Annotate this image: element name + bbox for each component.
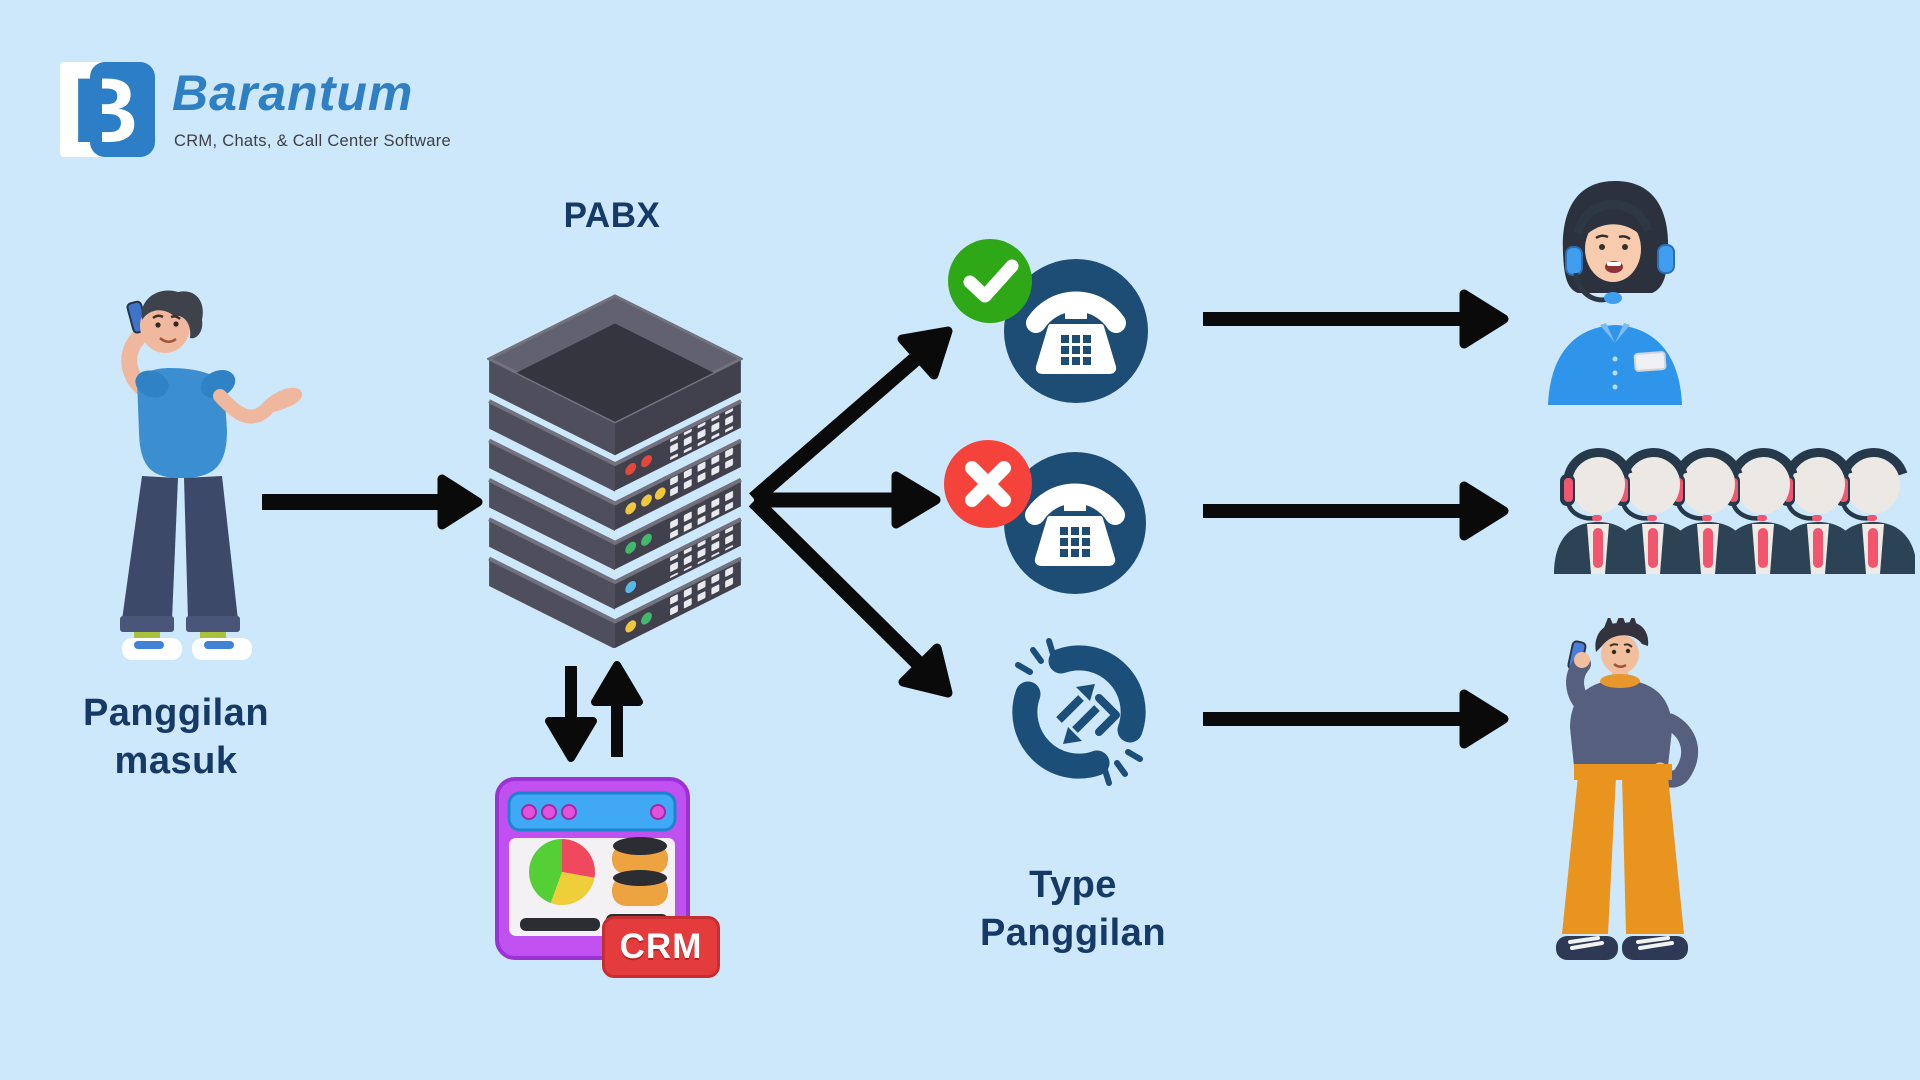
crm-pie-chart-icon [529,839,595,905]
arrow-pabx-to-answered [749,326,953,505]
pabx-server-icon [487,294,743,648]
call-type-label: Type Panggilan [953,862,1193,958]
missed-call-icon [944,440,1146,594]
incoming-call-label: Panggilan masuk [66,690,286,786]
agent-female-character [1548,181,1682,405]
call-type-line2: Panggilan [979,911,1167,954]
svg-text:B: B [72,62,138,158]
agent-name-tag [1633,351,1667,372]
arrow-pabx-to-missed [754,471,941,529]
pabx-label: PABX [563,196,661,235]
phone-glyph [1026,291,1126,374]
caller-sneakers [122,638,252,660]
brand-name: Barantum [172,65,414,121]
caller-open-palm [260,387,302,414]
crm-bar-long [520,918,600,931]
chevron-right [1095,694,1120,736]
agent-headset-icon [1565,199,1675,304]
server-dot-grid [670,407,735,618]
caller-character [120,290,302,660]
exchange-arrows [1056,684,1100,744]
caller-hair [141,290,203,339]
ring-lines [1015,638,1143,786]
customer-character [1556,618,1699,960]
arrow-crm-to-pabx-up [591,661,643,757]
arrow-answered-to-agent [1203,289,1509,349]
phone-glyph [1025,483,1125,566]
arrow-pabx-to-crm-down [545,666,597,762]
customer-collar [1600,674,1640,688]
agent-bangs [1584,212,1643,237]
arrow-transfer-to-customer [1203,689,1509,749]
brand-tagline: CRM, Chats, & Call Center Software [174,132,452,150]
arrow-pabx-to-transfer [748,495,953,698]
incoming-call-line1: Panggilan [82,692,270,734]
incoming-call-line2: masuk [114,739,238,782]
agent-team-characters [1540,420,1915,592]
crm-badge: CRM [602,916,720,978]
arrow-missed-to-team [1203,481,1509,541]
crm-titlebar-dots [521,804,666,820]
agent-face [1595,234,1631,273]
check-icon [963,259,1019,303]
svg-text:B: B [72,62,138,158]
arrow-caller-to-pabx [262,474,483,530]
caller-jeans [122,476,238,620]
handset-top-right [1048,645,1146,743]
agent-shirt [1548,325,1682,405]
customer-shoes [1556,936,1688,960]
barantum-logo-icon: B B [60,62,155,158]
cross-icon [965,461,1011,507]
handset-bottom-left [1012,681,1110,779]
server-leds [625,455,666,633]
crm-database-icon [612,837,668,906]
team-row [1554,453,1915,574]
answered-call-icon [948,239,1148,403]
call-type-line1: Type [1029,864,1117,906]
transfer-call-icon [1012,638,1146,786]
customer-face [1609,643,1633,668]
caller-face [152,314,181,343]
customer-pants [1562,764,1684,934]
crm-app-icon [495,777,690,960]
crm-titlebar [507,791,677,832]
customer-hair [1595,618,1649,652]
